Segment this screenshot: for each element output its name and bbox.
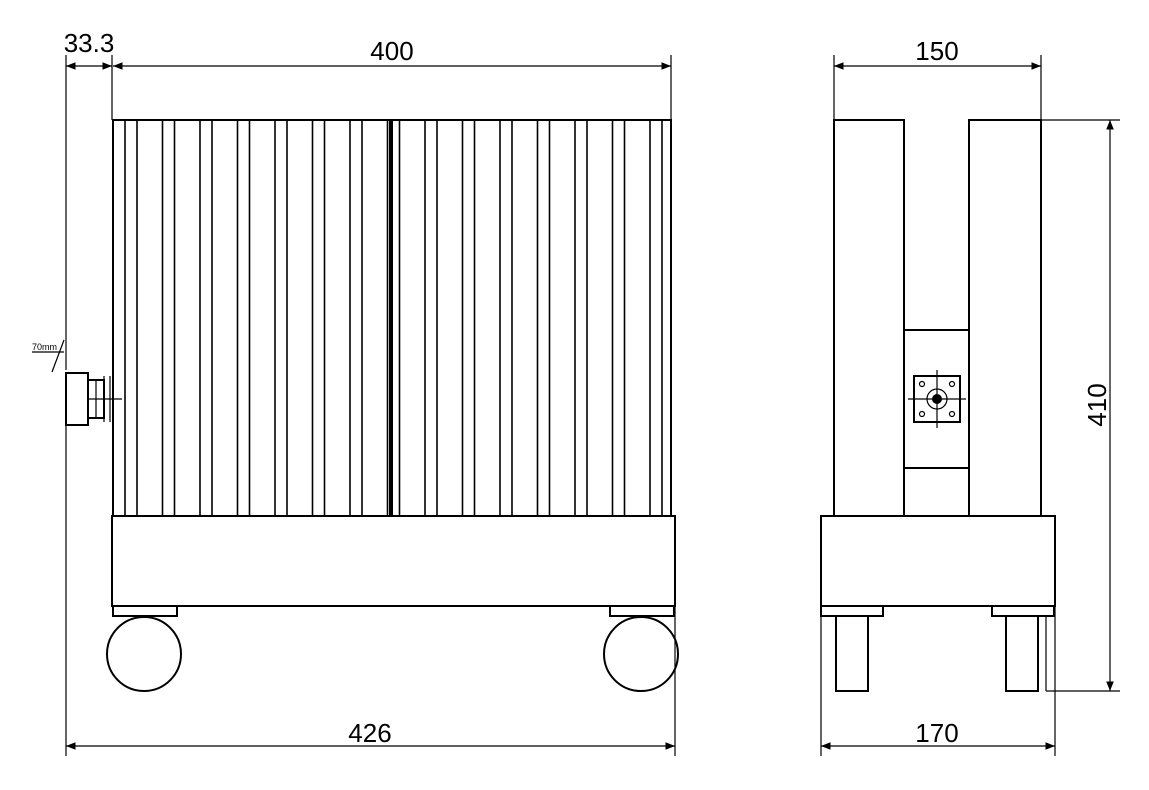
dim-front-width-top-label: 400 — [370, 36, 413, 66]
front-view: 70mm 33.3 400 426 — [32, 28, 679, 756]
side-base — [820, 515, 1056, 607]
dim-height: 410 — [1041, 119, 1120, 692]
front-fins — [124, 120, 663, 516]
dim-side-width-total: 170 — [820, 606, 1056, 756]
side-column-right — [968, 119, 1042, 517]
front-wheel-left — [106, 616, 182, 692]
side-view: 150 170 410 — [820, 36, 1120, 756]
side-connector-flange — [908, 370, 966, 428]
connector-annotation: 70mm — [32, 339, 65, 373]
annotation-label: 70mm — [32, 342, 57, 352]
side-foot-left — [820, 605, 884, 617]
side-wheel-left — [835, 615, 869, 692]
front-foot-right — [609, 605, 675, 617]
dim-side-width-top: 150 — [833, 36, 1042, 120]
dim-front-offset-label: 33.3 — [64, 28, 115, 58]
side-foot-right — [991, 605, 1055, 617]
front-base — [111, 515, 676, 607]
side-wheel-right — [1005, 615, 1039, 692]
dim-front-width-total: 426 — [65, 425, 676, 756]
front-foot-left — [112, 605, 178, 617]
dim-front-width-total-label: 426 — [348, 718, 391, 748]
dim-front-offset: 33.3 — [64, 28, 115, 370]
front-connector — [65, 372, 122, 426]
side-column-left — [833, 119, 905, 517]
dim-height-label: 410 — [1082, 383, 1112, 426]
dim-front-width-top: 400 — [113, 36, 672, 120]
front-wheel-right — [603, 616, 679, 692]
dim-side-width-top-label: 150 — [915, 36, 958, 66]
dim-side-width-total-label: 170 — [915, 718, 958, 748]
